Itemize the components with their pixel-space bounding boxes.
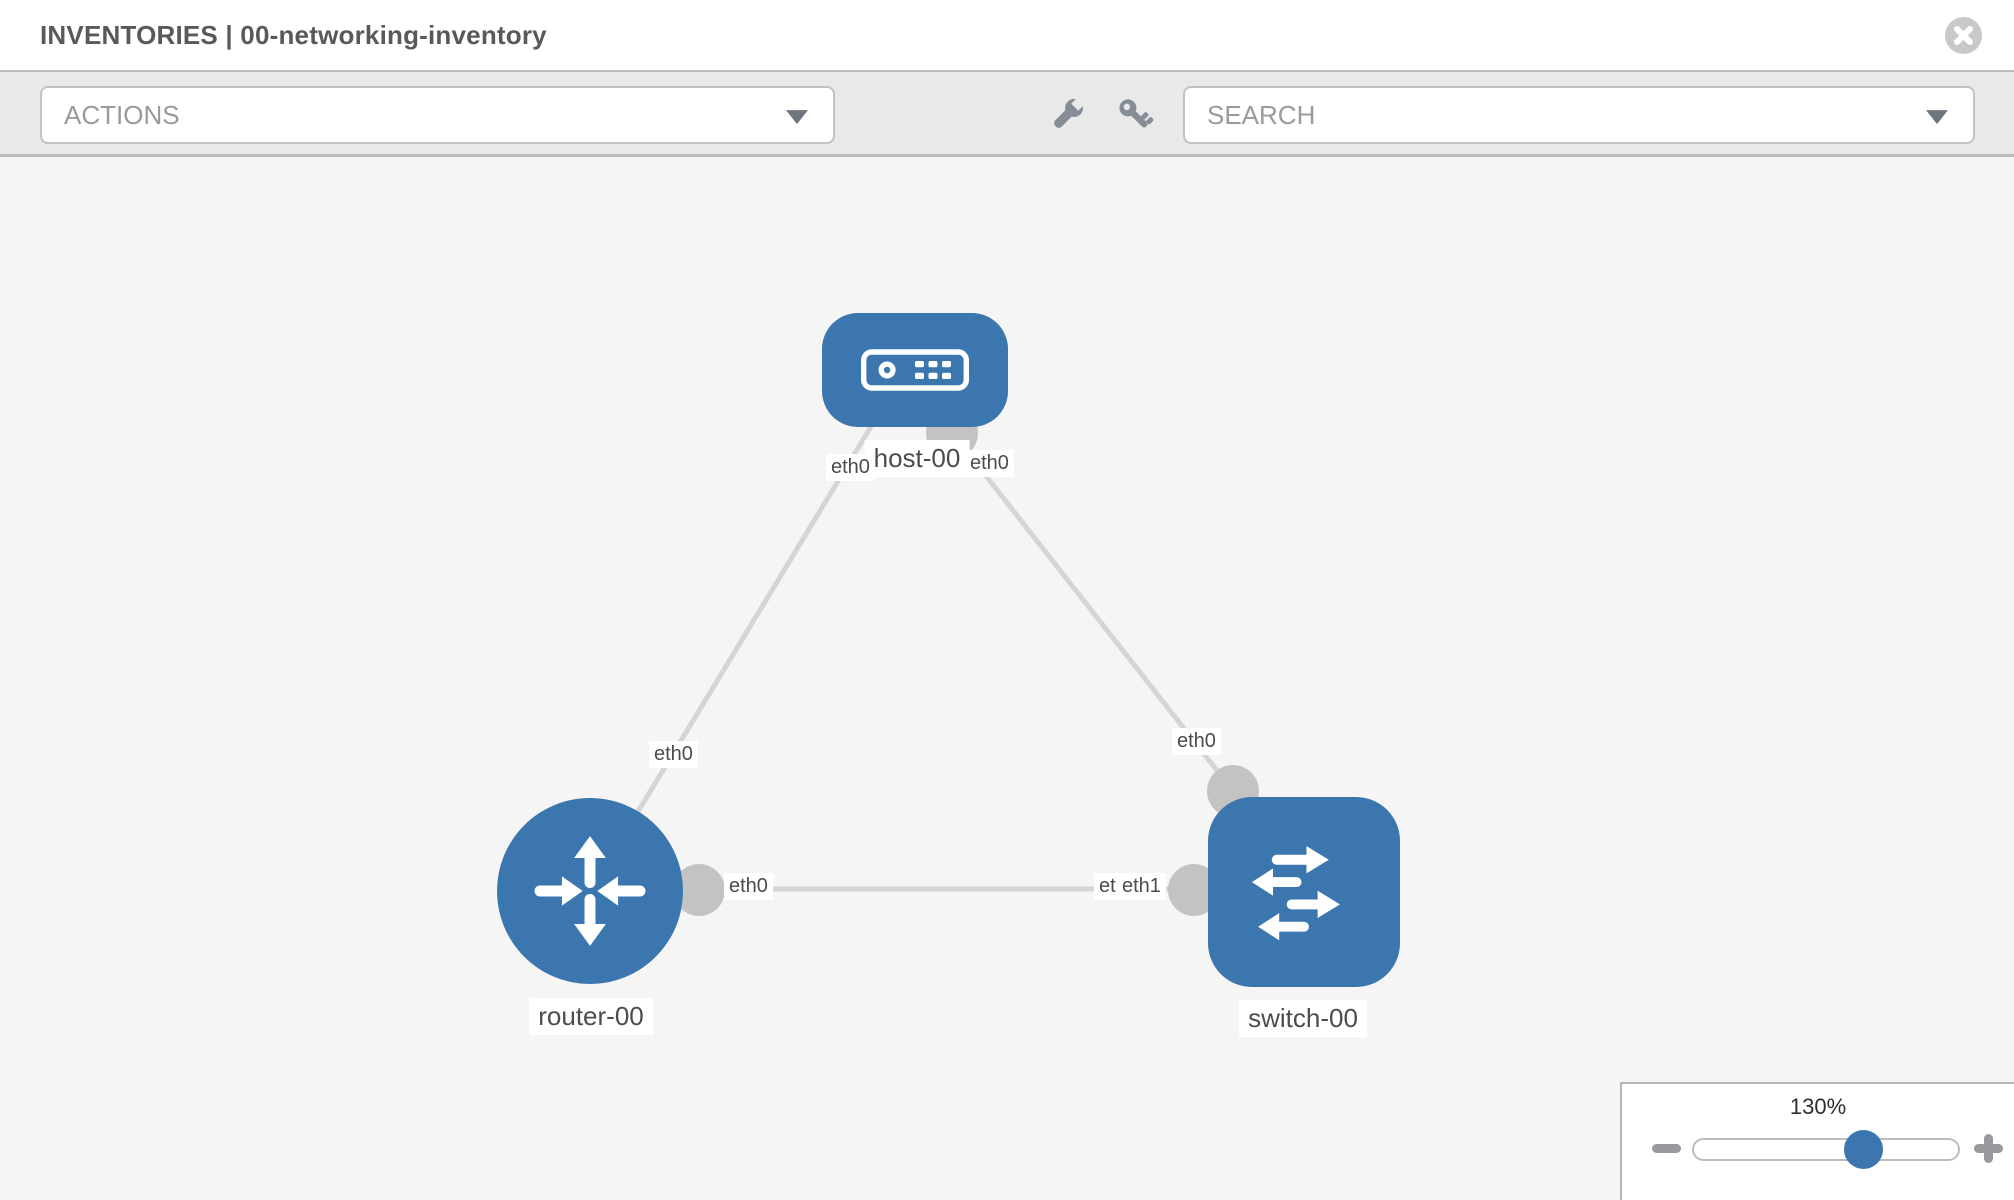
if-label-eth1: eth1 bbox=[1117, 873, 1166, 900]
node-host-00[interactable] bbox=[822, 313, 1008, 427]
if-label-eth0: eth0 bbox=[1172, 728, 1221, 755]
configure-button[interactable] bbox=[1037, 85, 1097, 145]
key-icon bbox=[1119, 99, 1154, 128]
zoom-controls bbox=[1622, 1120, 2014, 1180]
page-title: INVENTORIES | 00-networking-inventory bbox=[40, 19, 547, 50]
zoom-panel: 130% bbox=[1620, 1082, 2014, 1200]
port-router-right bbox=[673, 864, 725, 916]
header-bar: INVENTORIES | 00-networking-inventory bbox=[0, 0, 2014, 70]
node-label-host-00: host-00 bbox=[864, 440, 970, 477]
zoom-out-button[interactable] bbox=[1652, 1144, 1681, 1153]
close-icon bbox=[1954, 26, 1973, 45]
zoom-in-button[interactable] bbox=[1974, 1134, 2003, 1163]
zoom-level-value: 130% bbox=[1789, 1094, 1847, 1119]
search-dropdown[interactable]: SEARCH bbox=[1183, 86, 1975, 144]
search-dropdown-label: SEARCH bbox=[1207, 99, 1316, 130]
zoom-slider[interactable] bbox=[1692, 1130, 1960, 1169]
node-switch-00[interactable] bbox=[1208, 797, 1400, 987]
actions-dropdown-label: ACTIONS bbox=[64, 99, 180, 130]
if-label-eth0: eth0 bbox=[826, 454, 875, 481]
toolbar: ACTIONS bbox=[0, 70, 2014, 157]
plus-icon bbox=[1984, 1134, 1993, 1163]
node-label-router-00: router-00 bbox=[529, 998, 653, 1035]
node-label-switch-00: switch-00 bbox=[1239, 1000, 1367, 1037]
links-layer bbox=[587, 407, 1259, 916]
host-icon bbox=[861, 349, 969, 391]
actions-dropdown[interactable]: ACTIONS bbox=[40, 86, 835, 144]
chevron-down-icon bbox=[1926, 110, 1948, 125]
topology-canvas[interactable]: host-00 router-00 switch-00 eth0 eth0 et… bbox=[0, 160, 2014, 1200]
if-label-eth0: eth0 bbox=[965, 450, 1014, 477]
switch-icon bbox=[1251, 846, 1340, 941]
chevron-down-icon bbox=[786, 110, 808, 125]
node-router-00[interactable] bbox=[497, 798, 683, 984]
if-label-eth0: eth0 bbox=[724, 873, 773, 900]
credentials-button[interactable] bbox=[1105, 85, 1165, 145]
router-icon bbox=[534, 836, 646, 946]
port-switch-left bbox=[1168, 864, 1220, 916]
close-button[interactable] bbox=[1945, 17, 1982, 54]
zoom-slider-knob[interactable] bbox=[1844, 1130, 1883, 1169]
if-label-eth0: eth0 bbox=[649, 741, 698, 768]
wrench-icon bbox=[1054, 97, 1085, 128]
